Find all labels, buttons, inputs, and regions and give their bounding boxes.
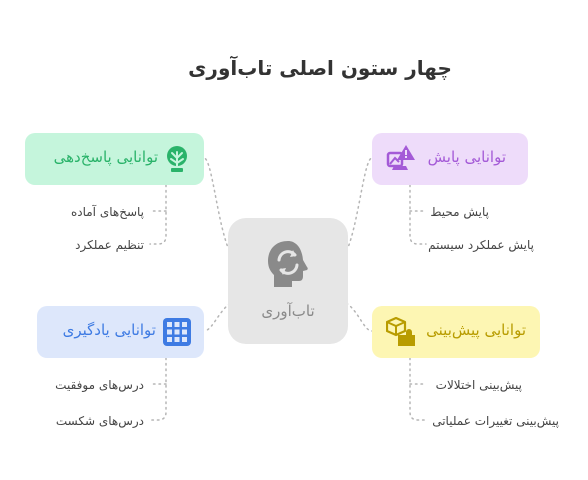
leaf-response-2: تنظیم عملکرد	[75, 238, 144, 252]
leaf-monitoring-2: پایش عملکرد سیستم	[428, 238, 534, 252]
connector-leaf-bl	[149, 357, 167, 421]
leaf-response-1: پاسخ‌های آماده	[70, 205, 144, 219]
branch-anticipation: توانایی پیش‌بینی	[372, 306, 540, 358]
tree-antenna-icon	[167, 146, 187, 173]
cube-puzzle-icon	[386, 317, 415, 346]
connector-center-br	[335, 299, 373, 332]
branch-learning: توانایی یادگیری	[37, 306, 204, 358]
center-node: تاب‌آوری	[228, 218, 348, 344]
branch-learning-label: توانایی یادگیری	[62, 321, 156, 339]
warning-monitor-icon	[386, 145, 415, 170]
leaf-learning-2: درس‌های شکست	[55, 414, 144, 428]
branch-response-label: توانایی پاسخ‌دهی	[53, 148, 158, 166]
diagram-title: چهار ستون اصلی تاب‌آوری	[188, 56, 452, 80]
branch-response: توانایی پاسخ‌دهی	[25, 133, 204, 185]
grid-icon	[163, 318, 191, 346]
branch-monitoring: توانایی پایش	[372, 133, 528, 185]
leaf-monitoring-1: پایش محیط	[430, 205, 489, 219]
connector-leaf-tl	[149, 184, 167, 245]
head-refresh-icon	[268, 241, 308, 287]
connector-center-bl	[203, 299, 241, 332]
leaf-learning-1: درس‌های موفقیت	[55, 378, 144, 392]
branch-monitoring-label: توانایی پایش	[427, 148, 506, 166]
leaf-anticipation-1: پیش‌بینی اختلالات	[435, 378, 522, 392]
connector-leaf-br	[409, 357, 427, 421]
branch-anticipation-label: توانایی پیش‌بینی	[426, 321, 526, 339]
leaf-anticipation-2: پیش‌بینی تغییرات عملیاتی	[432, 414, 559, 428]
center-label: تاب‌آوری	[261, 302, 315, 320]
connector-leaf-tr	[409, 184, 427, 245]
